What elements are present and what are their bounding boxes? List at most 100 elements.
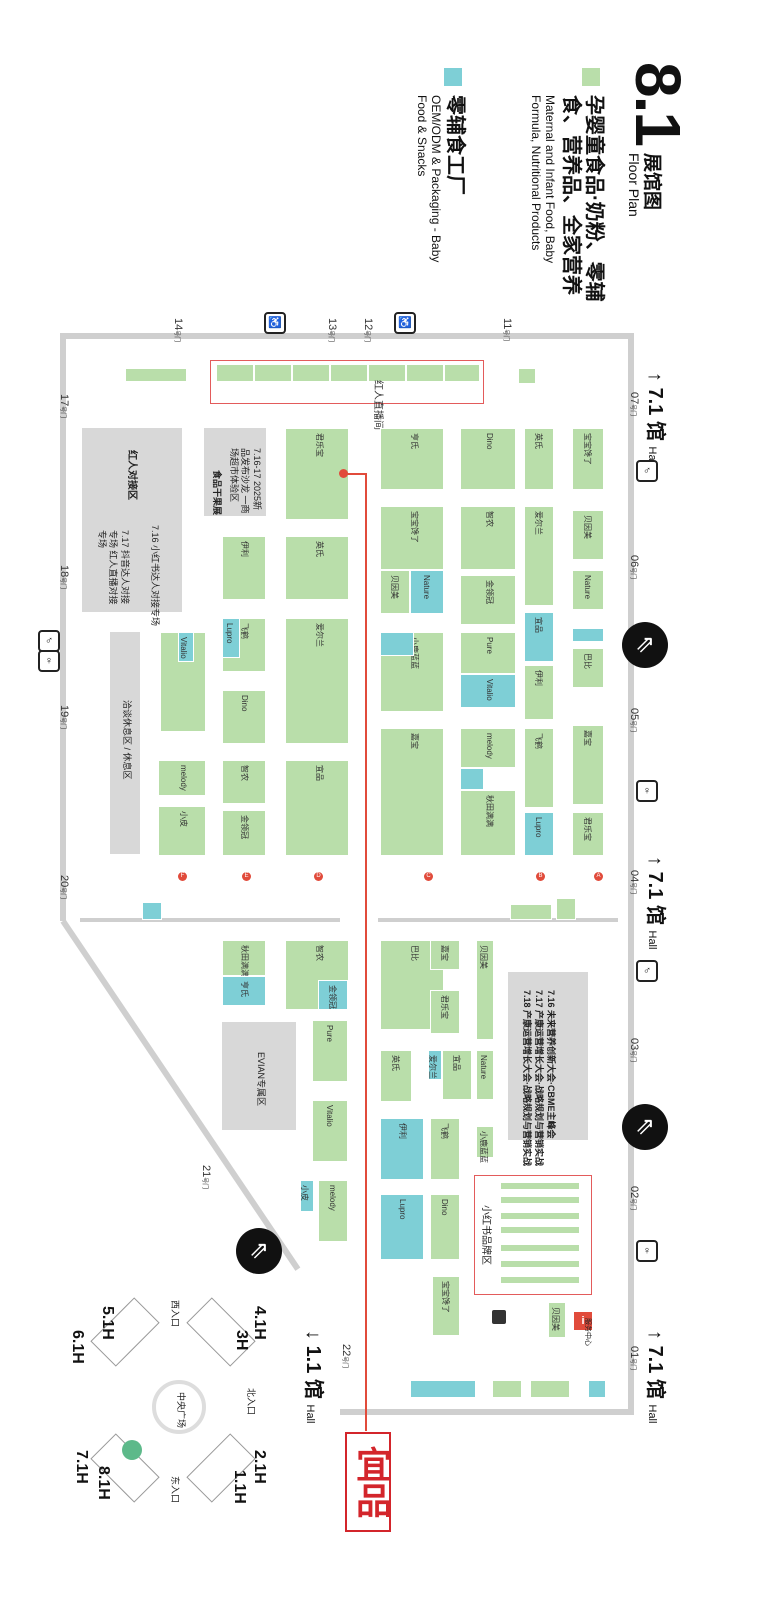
booth[interactable]: 嘉宝 xyxy=(380,728,444,856)
booth[interactable]: Pure xyxy=(460,632,516,674)
booth[interactable]: 宝宝馋了 xyxy=(380,506,444,570)
booth[interactable]: Nature xyxy=(572,570,604,610)
booth[interactable]: Lupro xyxy=(524,812,554,856)
booth[interactable] xyxy=(410,1380,476,1398)
booth[interactable] xyxy=(142,902,162,920)
booth[interactable]: 亨氏 xyxy=(222,976,266,1006)
booth-label: melody xyxy=(178,765,188,791)
xhs-zone-label: 小红书品牌区 xyxy=(480,1205,491,1265)
booth[interactable]: 宜品 xyxy=(524,612,554,662)
booth[interactable]: 爱尔兰 xyxy=(524,506,554,606)
booth[interactable]: 飞鹤 xyxy=(430,1118,460,1180)
booth[interactable]: Dino xyxy=(222,690,266,744)
booth[interactable]: 秋田满满 xyxy=(222,940,266,977)
booth[interactable]: 智农 xyxy=(222,760,266,804)
booth[interactable]: 爱尔兰 xyxy=(428,1050,442,1080)
legend-item-2: 零辅食工厂 OEM/ODM & Packaging - Baby Food & … xyxy=(414,95,466,265)
booth-label: 伊利 xyxy=(240,541,250,557)
booth-label: Lupro xyxy=(533,817,543,838)
booth[interactable]: 智农 xyxy=(460,506,516,570)
booth-label: 嘉宝 xyxy=(583,730,592,746)
gate-18: 18号门 xyxy=(58,565,70,590)
legend-swatch-green xyxy=(582,68,600,86)
booth[interactable]: 君乐宝 xyxy=(430,990,460,1034)
booth[interactable] xyxy=(380,632,414,656)
booth[interactable]: 英氏 xyxy=(285,536,349,600)
booth[interactable]: 小皮 xyxy=(158,806,206,856)
new-product-sub: 食品干果展 xyxy=(212,470,222,516)
booth-label: 爱尔兰 xyxy=(428,1055,438,1079)
booth[interactable]: 贝因美 xyxy=(476,940,494,1040)
booth[interactable]: 伊利 xyxy=(524,665,554,720)
booth[interactable]: 小鹿蓝蓝 xyxy=(476,1126,494,1163)
booth[interactable]: 金领冠 xyxy=(460,575,516,625)
link-hall-7-1-mid[interactable]: ↑ 7.1 馆 Hall xyxy=(644,856,666,950)
booth[interactable]: melody xyxy=(158,760,206,796)
booth[interactable]: Vitalio xyxy=(178,632,194,662)
booth[interactable]: Nature xyxy=(410,570,444,614)
booth[interactable]: 秋田满满 xyxy=(460,790,516,856)
route-start-dot xyxy=(339,469,348,478)
booth[interactable] xyxy=(556,898,576,920)
wall-left xyxy=(60,333,66,921)
booth[interactable]: 伊利 xyxy=(380,1118,424,1180)
booth[interactable]: 宜品 xyxy=(285,760,349,856)
booth[interactable]: 宝宝馋了 xyxy=(432,1276,460,1336)
booth[interactable] xyxy=(588,1380,606,1398)
booth[interactable]: 伊利 xyxy=(222,536,266,600)
booth[interactable]: Vitalio xyxy=(460,674,516,708)
booth-label: 宜品 xyxy=(451,1055,461,1071)
booth[interactable]: Lupro xyxy=(222,618,240,658)
gate-22: 22号门 xyxy=(340,1344,352,1369)
booth[interactable]: 贝因美 xyxy=(572,510,604,560)
booth[interactable]: 亨氏 xyxy=(380,428,444,490)
gate-02: 02号门 xyxy=(628,1186,640,1211)
booth[interactable]: Pure xyxy=(312,1020,348,1082)
booth[interactable]: Lupro xyxy=(380,1194,424,1260)
booth-label: 宝宝馋了 xyxy=(583,433,592,465)
link-hall-1-1[interactable]: ↓ 1.1 馆 Hall xyxy=(302,1330,324,1424)
legend-item-1: 孕婴童食品·奶粉、零辅食、营养品、全家营养 Maternal and Infan… xyxy=(528,95,605,325)
booth-label: 亨氏 xyxy=(240,981,250,997)
booth[interactable]: 嘉宝 xyxy=(430,940,460,970)
overview-hall-label: 5.1H xyxy=(99,1306,116,1340)
booth[interactable]: 英氏 xyxy=(524,428,554,490)
booth-label: 金领冠 xyxy=(327,985,337,1009)
wall-top xyxy=(60,333,634,339)
booth[interactable]: 巴比 xyxy=(572,648,604,688)
escalator-icon: ⇗ xyxy=(236,1228,282,1274)
booth[interactable]: 君乐宝 xyxy=(285,428,349,520)
booth[interactable] xyxy=(492,1380,522,1398)
booth[interactable]: 金领冠 xyxy=(222,810,266,856)
booth[interactable] xyxy=(460,768,484,790)
booth[interactable] xyxy=(125,368,187,382)
booth[interactable]: Vitalio xyxy=(312,1100,348,1162)
booth[interactable] xyxy=(510,904,552,920)
booth[interactable] xyxy=(518,368,536,384)
overview-center: 中央广场 xyxy=(176,1392,186,1429)
booth[interactable]: Nature xyxy=(476,1050,494,1100)
booth-label: 金领冠 xyxy=(485,580,495,604)
booth[interactable] xyxy=(572,628,604,642)
booth[interactable] xyxy=(530,1380,570,1398)
booth-label: 小皮 xyxy=(178,811,188,827)
booth[interactable]: Dino xyxy=(460,428,516,490)
booth[interactable]: 爱尔兰 xyxy=(285,618,349,744)
booth[interactable]: 小皮 xyxy=(300,1180,314,1212)
booth[interactable]: 宜品 xyxy=(442,1050,472,1100)
booth[interactable]: 宝宝馋了 xyxy=(572,428,604,490)
link-hall-7-1-bottom[interactable]: ↑ 7.1 馆 Hall xyxy=(644,1330,666,1424)
booth[interactable]: melody xyxy=(318,1180,348,1242)
booth[interactable]: Dino xyxy=(430,1194,460,1260)
booth[interactable]: 贝因美 xyxy=(380,570,410,614)
booth[interactable]: 贝因美 xyxy=(548,1302,566,1338)
booth[interactable]: 飞鹤 xyxy=(524,728,554,808)
booth[interactable]: 君乐宝 xyxy=(572,812,604,856)
booth-label: 贝因美 xyxy=(550,1307,560,1331)
link-hall-7-1-top[interactable]: ↑ 7.1 馆 Hall xyxy=(644,372,666,466)
booth[interactable]: 嘉宝 xyxy=(572,725,604,805)
booth[interactable]: 英氏 xyxy=(380,1050,412,1102)
service-center[interactable]: i xyxy=(574,1312,592,1330)
booth[interactable]: melody xyxy=(460,728,516,768)
booth[interactable]: 金领冠 xyxy=(318,980,348,1010)
